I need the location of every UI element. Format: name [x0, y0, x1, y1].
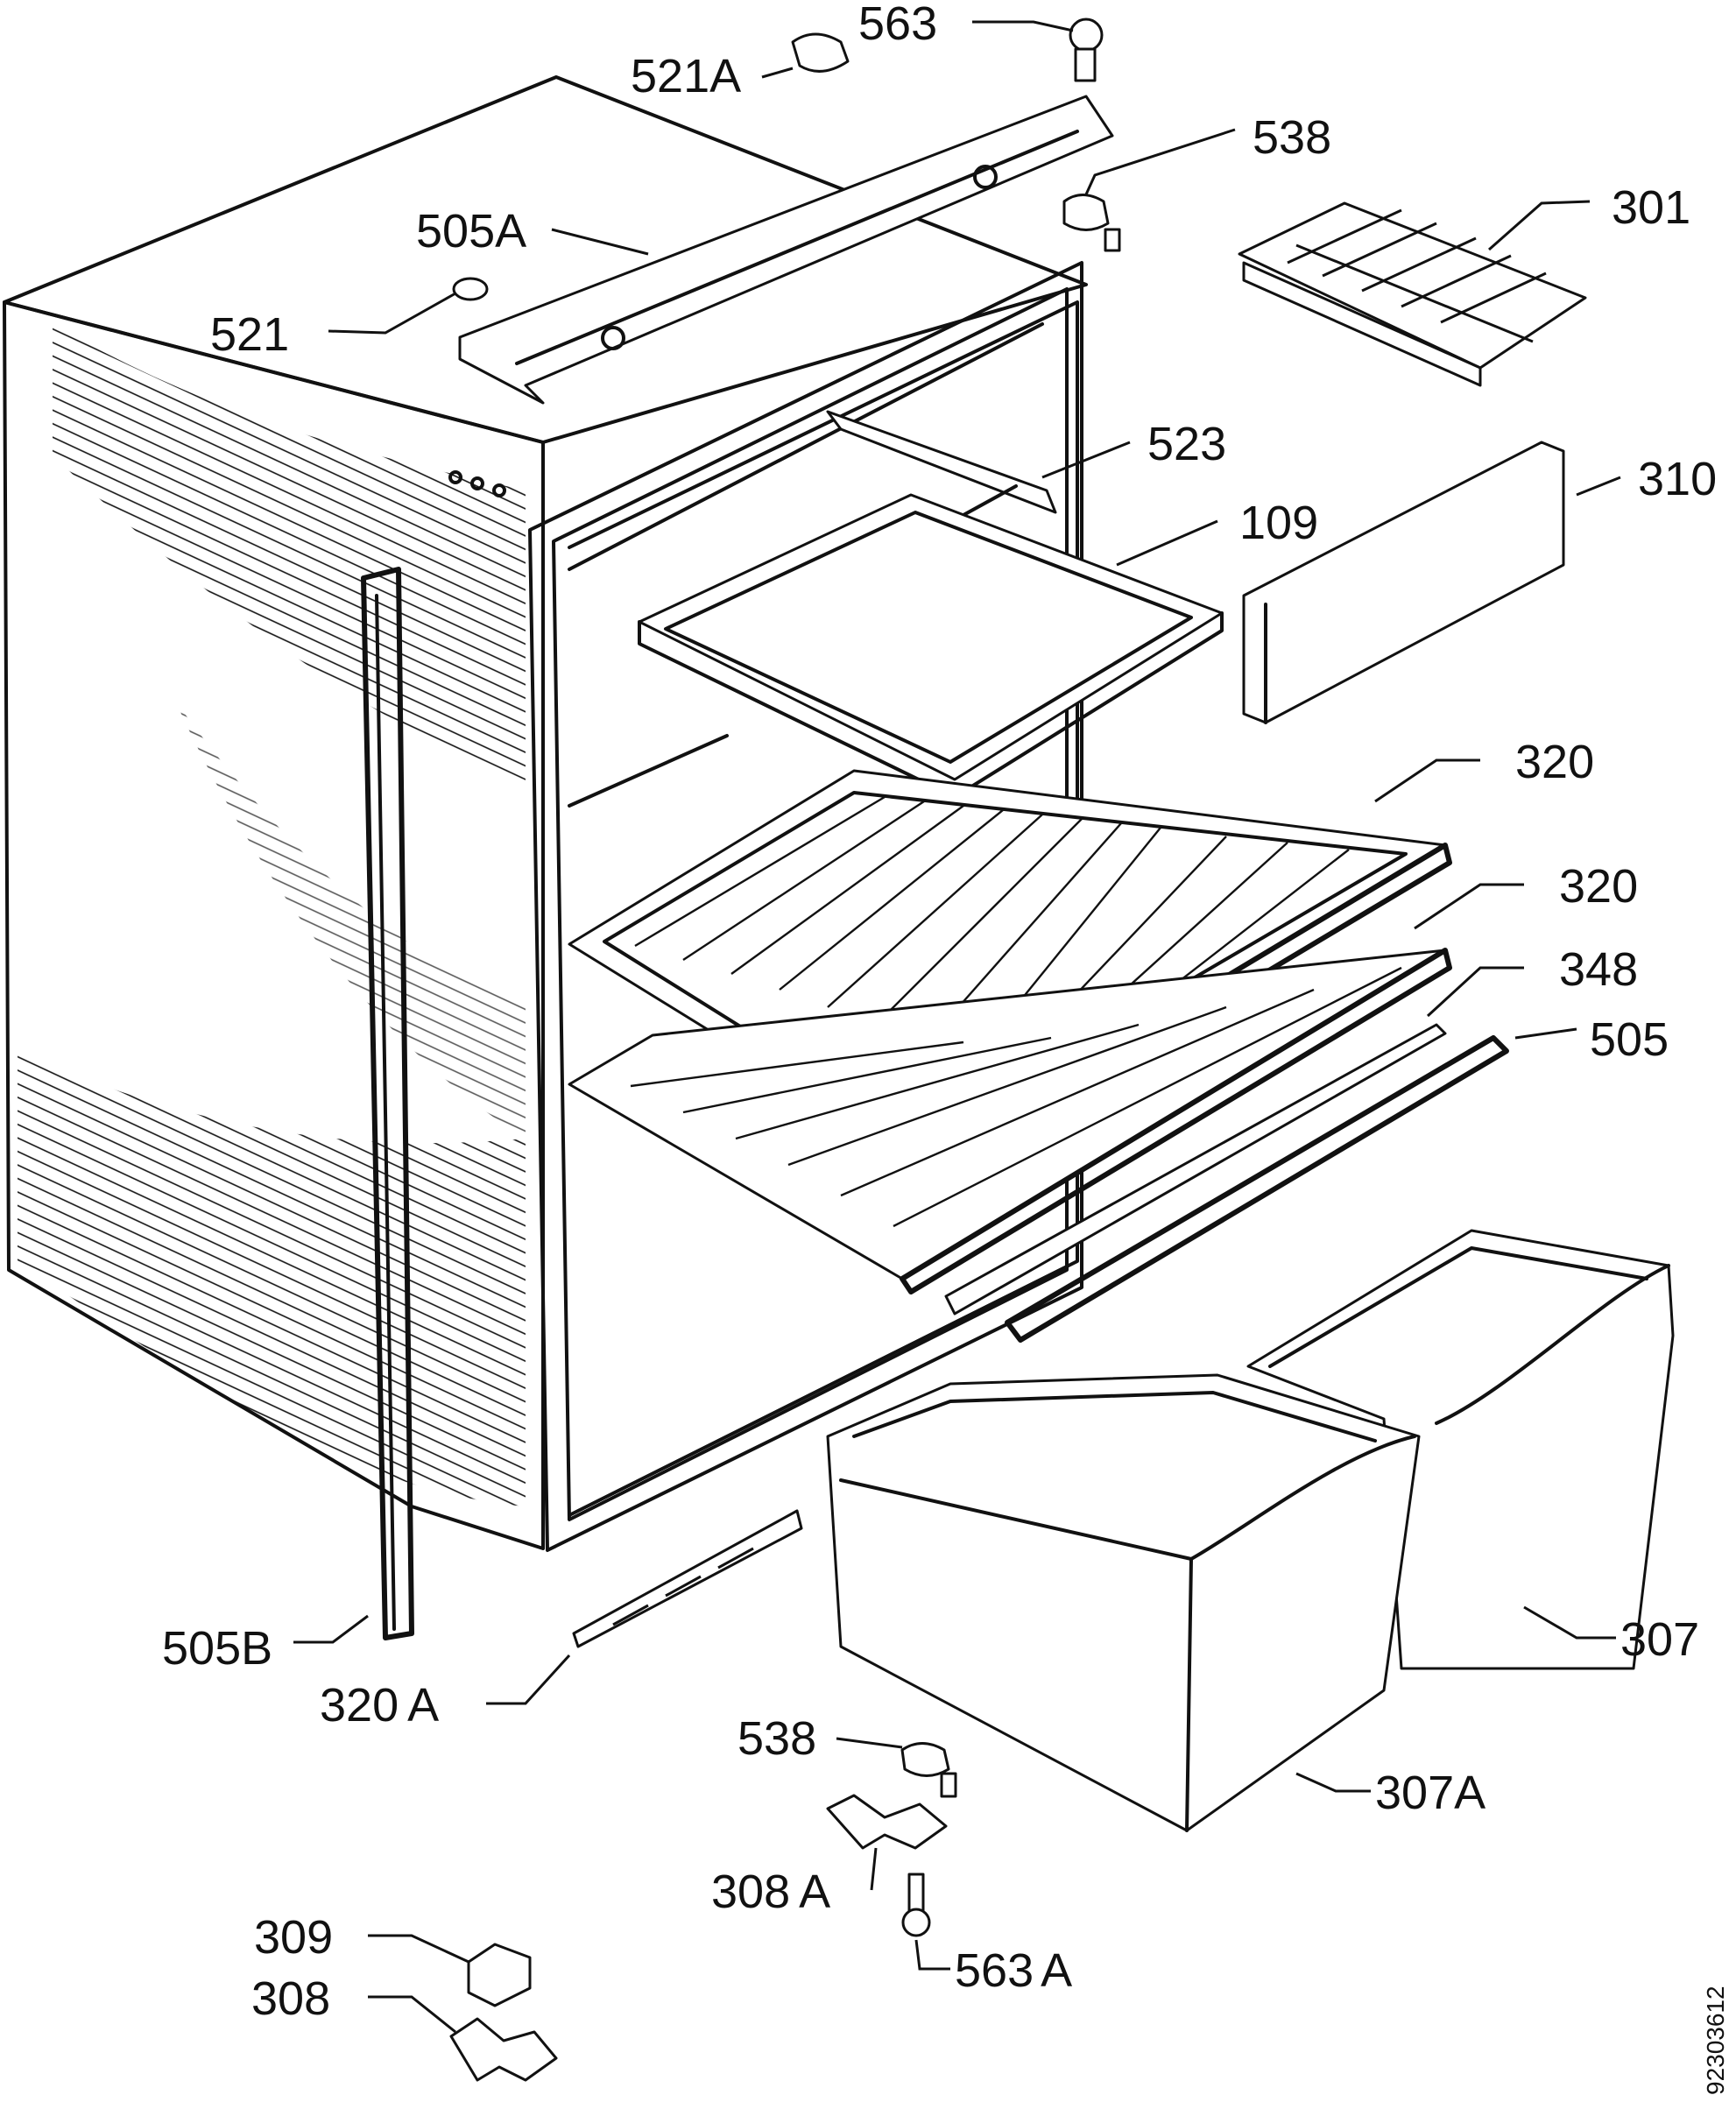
part-label: 538	[1253, 111, 1331, 164]
top-rail-505a	[458, 95, 1114, 405]
part-label: 505B	[162, 1622, 272, 1675]
leader-lines	[293, 20, 1621, 2034]
part-label: 320	[1559, 860, 1638, 913]
part-label: 563	[858, 0, 937, 50]
part-label: 538	[737, 1712, 816, 1765]
bracket-308	[449, 2017, 558, 2082]
rail-320a	[572, 1509, 803, 1648]
part-label: 309	[254, 1911, 333, 1964]
part-label: 348	[1559, 943, 1638, 996]
part-label: 523	[1147, 418, 1226, 470]
seal-strip-505	[1005, 1035, 1509, 1343]
hinge-pin-538-bottom	[900, 1742, 957, 1798]
screw-563	[1069, 18, 1104, 82]
glass-shelf-348	[944, 1023, 1447, 1316]
cap-521	[452, 277, 489, 301]
screw-563a	[901, 1873, 931, 1937]
freezer-tray-109	[638, 493, 1224, 799]
block-309	[467, 1943, 532, 2007]
part-label: 320	[1515, 736, 1594, 788]
panel-310	[1242, 441, 1565, 724]
part-label: 301	[1612, 181, 1690, 234]
part-label: 505	[1590, 1013, 1669, 1066]
part-labels: 563 521A 538 505A 301 521 523 310 109 32…	[162, 0, 1729, 2095]
ice-tray-301	[1238, 201, 1587, 387]
part-label: 109	[1239, 497, 1318, 549]
part-label: 307	[1620, 1613, 1699, 1666]
stopper-521a	[791, 32, 850, 73]
crisper-307a	[826, 1373, 1421, 1832]
bracket-308a	[826, 1794, 948, 1850]
part-label: 310	[1638, 453, 1717, 505]
part-label: 521A	[631, 50, 741, 102]
part-label: 521	[210, 308, 289, 361]
part-label: 505A	[416, 205, 526, 257]
shelf-320-lower	[568, 948, 1452, 1294]
drawing-code: 92303612	[1702, 1986, 1729, 2095]
part-label: 307A	[1375, 1767, 1485, 1819]
cabinet	[3, 75, 1088, 1640]
hinge-pin-538-top	[1062, 194, 1121, 252]
part-label: 308	[251, 1972, 330, 2025]
